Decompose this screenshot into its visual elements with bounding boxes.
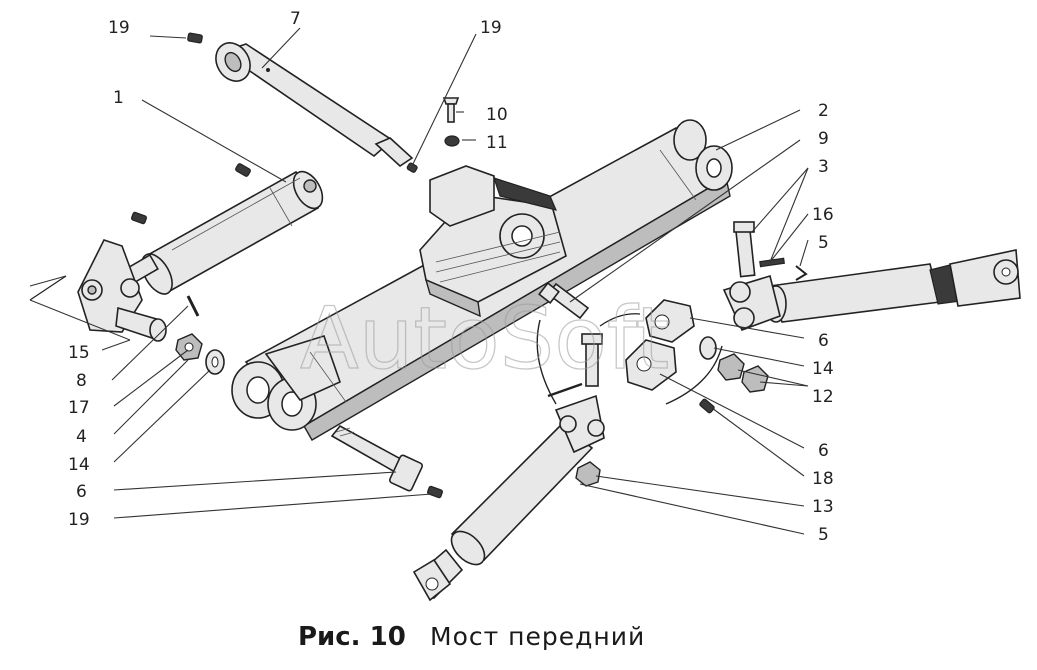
callout-10: 10 bbox=[486, 105, 508, 125]
part-right-nuts bbox=[717, 353, 769, 393]
callout-9: 9 bbox=[818, 129, 829, 149]
callout-1: 1 bbox=[113, 88, 124, 108]
part-small-nut-pin bbox=[406, 162, 418, 173]
callout-17: 17 bbox=[68, 398, 90, 418]
callout-6-right-upper: 6 bbox=[818, 331, 829, 351]
part-lower-cylinder bbox=[412, 382, 605, 602]
part-right-knuckle-upper bbox=[645, 299, 695, 343]
part-long-bolt bbox=[330, 424, 424, 492]
callout-15: 15 bbox=[68, 343, 90, 363]
callout-5-lower: 5 bbox=[818, 525, 829, 545]
part-left-bracket bbox=[29, 239, 167, 342]
part-right-knuckle-lower bbox=[625, 339, 677, 391]
callout-labels: 19 7 19 1 10 11 2 9 3 16 5 15 8 17 4 14 … bbox=[68, 9, 834, 545]
callout-5-upper: 5 bbox=[818, 233, 829, 253]
part-pivot-bracket bbox=[419, 165, 567, 318]
callout-16: 16 bbox=[812, 205, 834, 225]
callout-14-right: 14 bbox=[812, 359, 834, 379]
figure-caption: Рис. 10 Мост передний bbox=[298, 622, 645, 652]
part-right-cylinder bbox=[722, 221, 1021, 332]
callout-18: 18 bbox=[812, 469, 834, 489]
figure-title: Мост передний bbox=[430, 622, 645, 651]
callout-19-top-left: 19 bbox=[108, 18, 130, 38]
part-small-bolt-bottom bbox=[427, 485, 443, 499]
part-left-washer bbox=[205, 349, 225, 375]
callout-12: 12 bbox=[812, 387, 834, 407]
part-bolt-9 bbox=[538, 282, 590, 320]
callout-2: 2 bbox=[818, 101, 829, 121]
callout-14-left: 14 bbox=[68, 455, 90, 475]
watermark: AutoSoft bbox=[300, 289, 669, 389]
callout-6-right-lower: 6 bbox=[818, 441, 829, 461]
part-axle-pin bbox=[215, 42, 414, 168]
callout-3: 3 bbox=[818, 157, 829, 177]
part-lower-nut bbox=[575, 461, 601, 487]
part-left-cylinder bbox=[119, 163, 324, 295]
part-left-cotter bbox=[186, 295, 200, 317]
pin-hole-icon bbox=[266, 68, 270, 72]
callout-6-lower-left: 6 bbox=[76, 482, 87, 502]
callout-4: 4 bbox=[76, 427, 87, 447]
part-small-bolt-top bbox=[187, 32, 203, 44]
part-vertical-bolt bbox=[581, 333, 603, 387]
part-right-washer bbox=[699, 336, 717, 360]
leader-lines bbox=[29, 27, 809, 535]
part-washer-11 bbox=[444, 135, 460, 147]
part-right-small-bolt bbox=[699, 398, 715, 414]
callout-19-bottom-left: 19 bbox=[68, 510, 90, 530]
callout-19-top-center: 19 bbox=[480, 18, 502, 38]
part-bolt-10 bbox=[442, 97, 460, 123]
callout-11: 11 bbox=[486, 133, 508, 153]
callout-8: 8 bbox=[76, 371, 87, 391]
figure-number: Рис. 10 bbox=[298, 622, 406, 652]
callout-7: 7 bbox=[290, 9, 301, 29]
callout-13: 13 bbox=[812, 497, 834, 517]
